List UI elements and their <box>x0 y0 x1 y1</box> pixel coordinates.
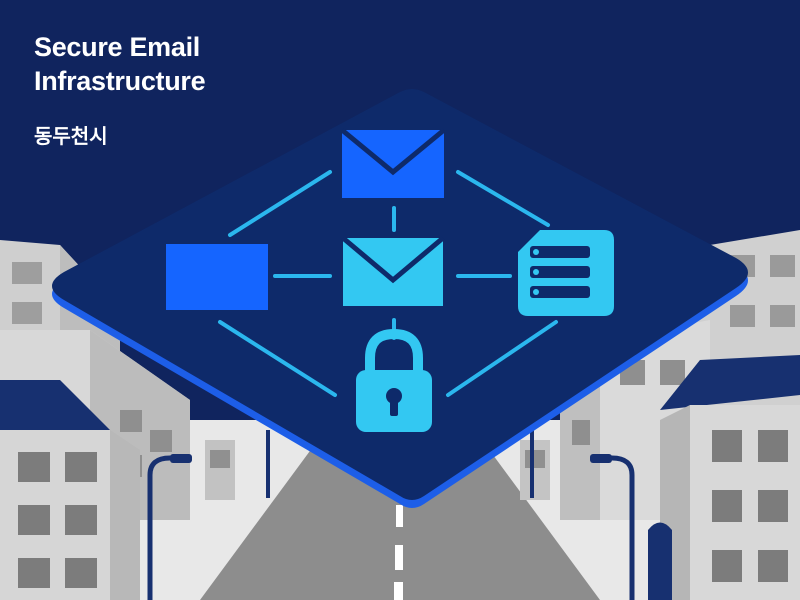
document-icon <box>166 244 268 310</box>
buildings-left <box>0 240 235 600</box>
envelope-icon-top <box>340 128 446 198</box>
title-line-1: Secure Email <box>34 32 200 62</box>
padlock-icon <box>356 328 432 432</box>
title-line-2: Infrastructure <box>34 66 206 96</box>
panel-supports <box>266 430 534 498</box>
network-connectors <box>218 170 558 397</box>
street-lamp-right <box>590 454 635 600</box>
location-subtitle: 동두천시 <box>34 124 108 148</box>
server-icon <box>518 230 614 316</box>
page-title: Secure Email Infrastructure <box>34 30 334 98</box>
buildings-right <box>520 230 800 600</box>
road-center-dashes <box>394 505 403 600</box>
envelope-icon-center <box>341 236 445 306</box>
street-lamp-left <box>147 454 192 600</box>
